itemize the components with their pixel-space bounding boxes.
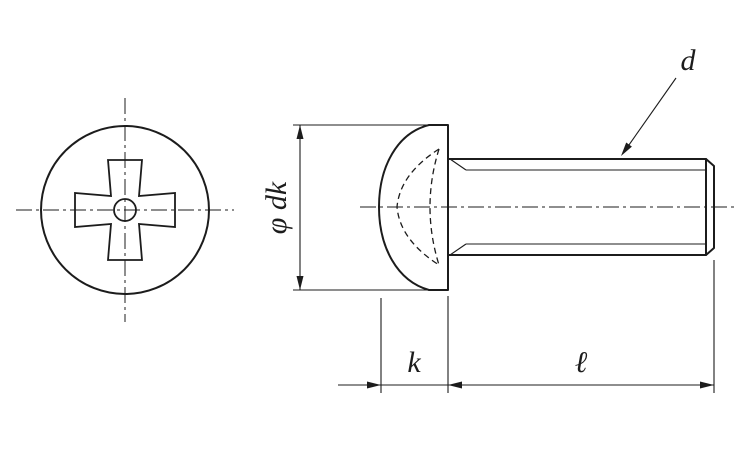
phillips-center-hole xyxy=(113,198,137,222)
front-view xyxy=(16,98,234,322)
recess-hidden-line-deep xyxy=(396,148,440,266)
recess-hidden-line-shallow xyxy=(429,148,440,266)
arrow-down-left-icon xyxy=(621,142,632,156)
label-head-height: k xyxy=(407,346,421,379)
arrow-up-icon xyxy=(296,125,304,139)
label-head-diameter: φ dk xyxy=(260,181,293,234)
phillips-cross-recess xyxy=(74,159,176,261)
leader-line xyxy=(623,77,677,153)
thread-runout-top xyxy=(449,158,467,171)
arrow-left-icon xyxy=(448,381,462,389)
thread-runout-bottom xyxy=(449,243,467,256)
side-view xyxy=(360,124,737,291)
thread-shank-outline xyxy=(447,158,715,256)
pan-head-outline xyxy=(378,124,449,291)
label-thread-diameter: d xyxy=(681,44,697,77)
arrow-down-icon xyxy=(296,276,304,290)
label-shank-length: ℓ xyxy=(575,346,588,379)
dim-head-height-and-length: k ℓ xyxy=(338,260,715,393)
leader-thread-diameter: d xyxy=(621,44,697,156)
arrow-right-icon xyxy=(700,381,714,389)
dim-head-diameter: φ dk xyxy=(260,124,436,291)
head-circle-outline xyxy=(40,125,210,295)
arrow-right-icon xyxy=(367,381,381,389)
